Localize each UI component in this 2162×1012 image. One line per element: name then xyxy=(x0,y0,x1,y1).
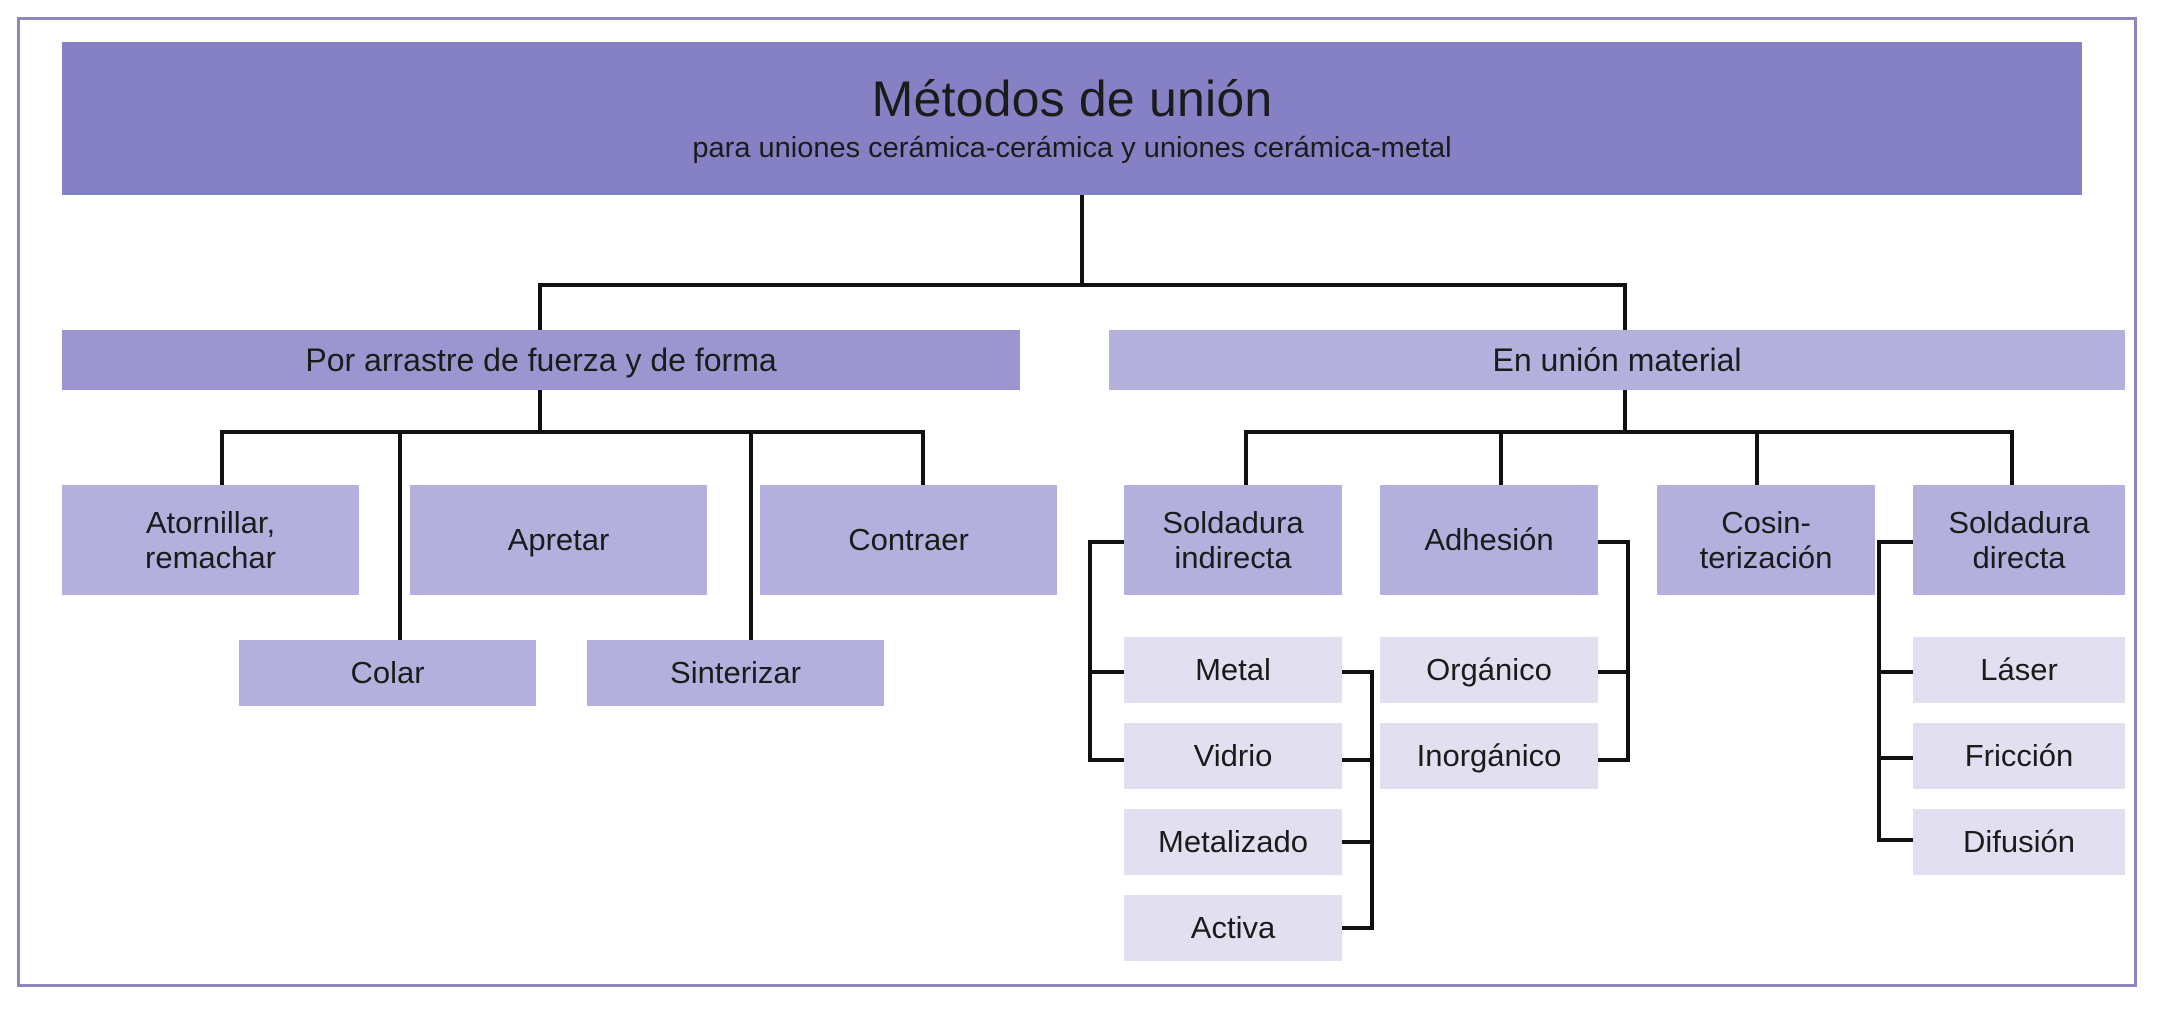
bracket-adhesion-to-inorganico xyxy=(1598,758,1630,762)
page-title: Métodos de unión xyxy=(871,71,1273,128)
bracket-soldadura-indirecta-to-metal xyxy=(1088,670,1126,674)
connector-root-to-right xyxy=(1623,283,1627,335)
group-node-soldadura-directa: Soldadura directa xyxy=(1913,485,2125,595)
leaf-node-sinterizar: Sinterizar xyxy=(587,640,884,706)
leaf-node-contraer: Contraer xyxy=(760,485,1057,595)
connector-left-to-colar xyxy=(398,430,402,645)
bracket-soldadura-indirecta-to-parent xyxy=(1088,540,1126,544)
diagram-frame: Métodos de unión para uniones cerámica-c… xyxy=(17,17,2137,987)
connector-right-to-adhesion xyxy=(1499,430,1503,488)
connector-root-stem xyxy=(1080,195,1084,286)
group-node-soldadura-indirecta: Soldadura indirecta xyxy=(1124,485,1342,595)
leaf-node-atornillar-remachar: Atornillar, remachar xyxy=(62,485,359,595)
root-node-metodos-de-union: Métodos de unión para uniones cerámica-c… xyxy=(62,42,2082,195)
leaf-node-inorganico: Inorgánico xyxy=(1380,723,1598,789)
connector-right-to-cosinterizacion xyxy=(1755,430,1759,488)
leaf-node-metal: Metal xyxy=(1124,637,1342,703)
bracket-soldadura-directa-to-laser xyxy=(1877,670,1915,674)
bracket-group1-right-spine xyxy=(1370,670,1374,930)
leaf-node-metalizado: Metalizado xyxy=(1124,809,1342,875)
leaf-node-colar: Colar xyxy=(239,640,536,706)
connector-left-to-atornillar xyxy=(220,430,224,488)
leaf-node-laser: Láser xyxy=(1913,637,2125,703)
bracket-soldadura-directa-spine xyxy=(1877,540,1881,842)
connector-right-to-soldadura-directa xyxy=(2010,430,2014,488)
leaf-node-friccion: Fricción xyxy=(1913,723,2125,789)
bracket-adhesion-to-organico xyxy=(1598,670,1630,674)
connector-root-bar xyxy=(538,283,1627,287)
root-title-wrap: Métodos de unión para uniones cerámica-c… xyxy=(62,42,2082,195)
bracket-soldadura-directa-to-difusion xyxy=(1877,838,1915,842)
bracket-group1-right-vidrio xyxy=(1342,758,1374,762)
bracket-group1-right-metalizado xyxy=(1342,840,1374,844)
connector-left-bar xyxy=(220,430,925,434)
branch-node-por-arrastre: Por arrastre de fuerza y de forma xyxy=(62,330,1020,390)
connector-right-stem xyxy=(1623,390,1627,434)
connector-right-to-soldadura-indirecta xyxy=(1244,430,1248,488)
bracket-soldadura-indirecta-to-vidrio xyxy=(1088,758,1126,762)
leaf-node-apretar: Apretar xyxy=(410,485,707,595)
bracket-adhesion-spine xyxy=(1626,540,1630,762)
bracket-soldadura-directa-to-friccion xyxy=(1877,756,1915,760)
bracket-soldadura-indirecta-spine xyxy=(1088,540,1092,762)
connector-right-bar xyxy=(1244,430,2014,434)
group-node-adhesion: Adhesión xyxy=(1380,485,1598,595)
leaf-node-vidrio: Vidrio xyxy=(1124,723,1342,789)
leaf-node-activa: Activa xyxy=(1124,895,1342,961)
bracket-adhesion-to-parent xyxy=(1598,540,1630,544)
connector-left-stem xyxy=(538,390,542,434)
connector-left-to-sinterizar xyxy=(749,430,753,645)
group-node-cosinterizacion: Cosin- terización xyxy=(1657,485,1875,595)
bracket-group1-right-metal xyxy=(1342,670,1374,674)
bracket-group1-right-activa xyxy=(1342,926,1374,930)
leaf-node-difusion: Difusión xyxy=(1913,809,2125,875)
connector-root-to-left xyxy=(538,283,542,335)
branch-node-en-union-material: En unión material xyxy=(1109,330,2125,390)
leaf-node-organico: Orgánico xyxy=(1380,637,1598,703)
bracket-soldadura-directa-to-parent xyxy=(1877,540,1915,544)
connector-left-to-contraer xyxy=(921,430,925,488)
page-subtitle: para uniones cerámica-cerámica y uniones… xyxy=(692,132,1452,165)
